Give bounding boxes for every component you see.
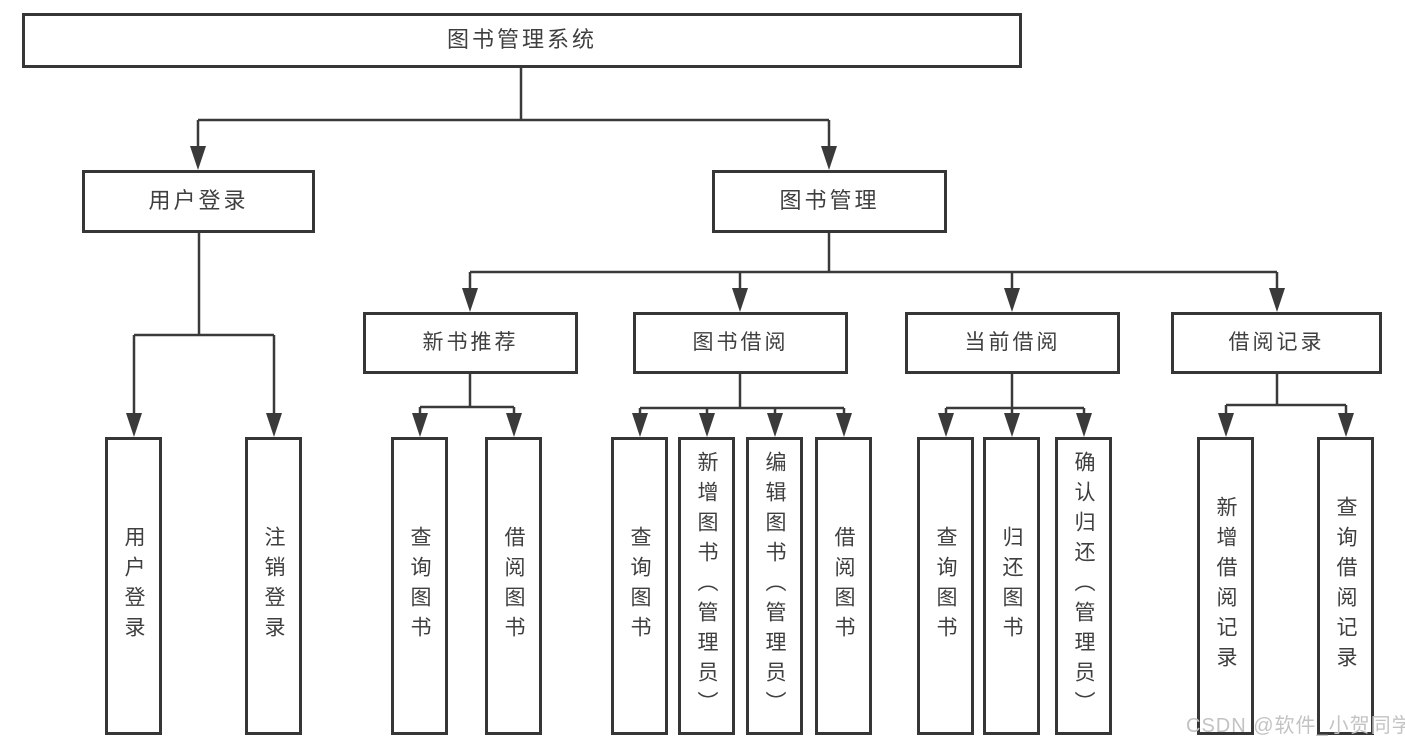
node-label: 注销登录 [262, 526, 285, 646]
node-library-system: 图书管理系统 [22, 13, 1022, 68]
leaf-query-borrow-record: 查询借阅记录 [1317, 437, 1374, 735]
node-label: 新增图书（管理员） [695, 451, 718, 721]
leaf-confirm-return-admin: 确认归还（管理员） [1055, 437, 1112, 735]
node-book-management: 图书管理 [712, 170, 947, 233]
leaf-query-books-current: 查询图书 [917, 437, 974, 735]
node-label: 查询借阅记录 [1334, 496, 1357, 676]
leaf-borrow-books-recommend: 借阅图书 [485, 437, 542, 735]
node-new-book-recommend: 新书推荐 [363, 312, 578, 374]
leaf-return-books: 归还图书 [983, 437, 1040, 735]
node-label: 借阅图书 [502, 526, 525, 646]
leaf-borrow-books: 借阅图书 [815, 437, 872, 735]
node-label: 确认归还（管理员） [1072, 451, 1095, 721]
node-label: 编辑图书（管理员） [763, 451, 786, 721]
node-user-login: 用户登录 [82, 170, 315, 233]
node-label: 查询图书 [628, 526, 651, 646]
node-label: 图书管理 [779, 188, 880, 214]
node-label: 归还图书 [1000, 526, 1023, 646]
node-label: 借阅记录 [1228, 331, 1325, 355]
arrowheads [126, 146, 1354, 437]
node-label: 图书借阅 [692, 331, 789, 355]
leaf-add-books-admin: 新增图书（管理员） [678, 437, 735, 735]
leaf-add-borrow-record: 新增借阅记录 [1197, 437, 1254, 735]
node-book-borrow: 图书借阅 [633, 312, 848, 374]
leaf-edit-books-admin: 编辑图书（管理员） [746, 437, 803, 735]
leaf-query-books-recommend: 查询图书 [391, 437, 448, 735]
leaf-logout: 注销登录 [245, 437, 302, 735]
node-current-borrow: 当前借阅 [905, 312, 1120, 374]
node-label: 用户登录 [148, 188, 249, 214]
leaf-user-login: 用户登录 [105, 437, 162, 735]
node-label: 当前借阅 [964, 331, 1061, 355]
node-borrow-records: 借阅记录 [1171, 312, 1382, 374]
node-label: 借阅图书 [832, 526, 855, 646]
node-label: 新书推荐 [422, 331, 519, 355]
node-label: 图书管理系统 [446, 27, 597, 53]
leaf-query-books-borrow: 查询图书 [611, 437, 668, 735]
node-label: 查询图书 [934, 526, 957, 646]
csdn-watermark: CSDN @软件_小贺同学 [1186, 715, 1405, 737]
node-label: 用户登录 [122, 526, 145, 646]
node-label: 新增借阅记录 [1214, 496, 1237, 676]
node-label: 查询图书 [408, 526, 431, 646]
